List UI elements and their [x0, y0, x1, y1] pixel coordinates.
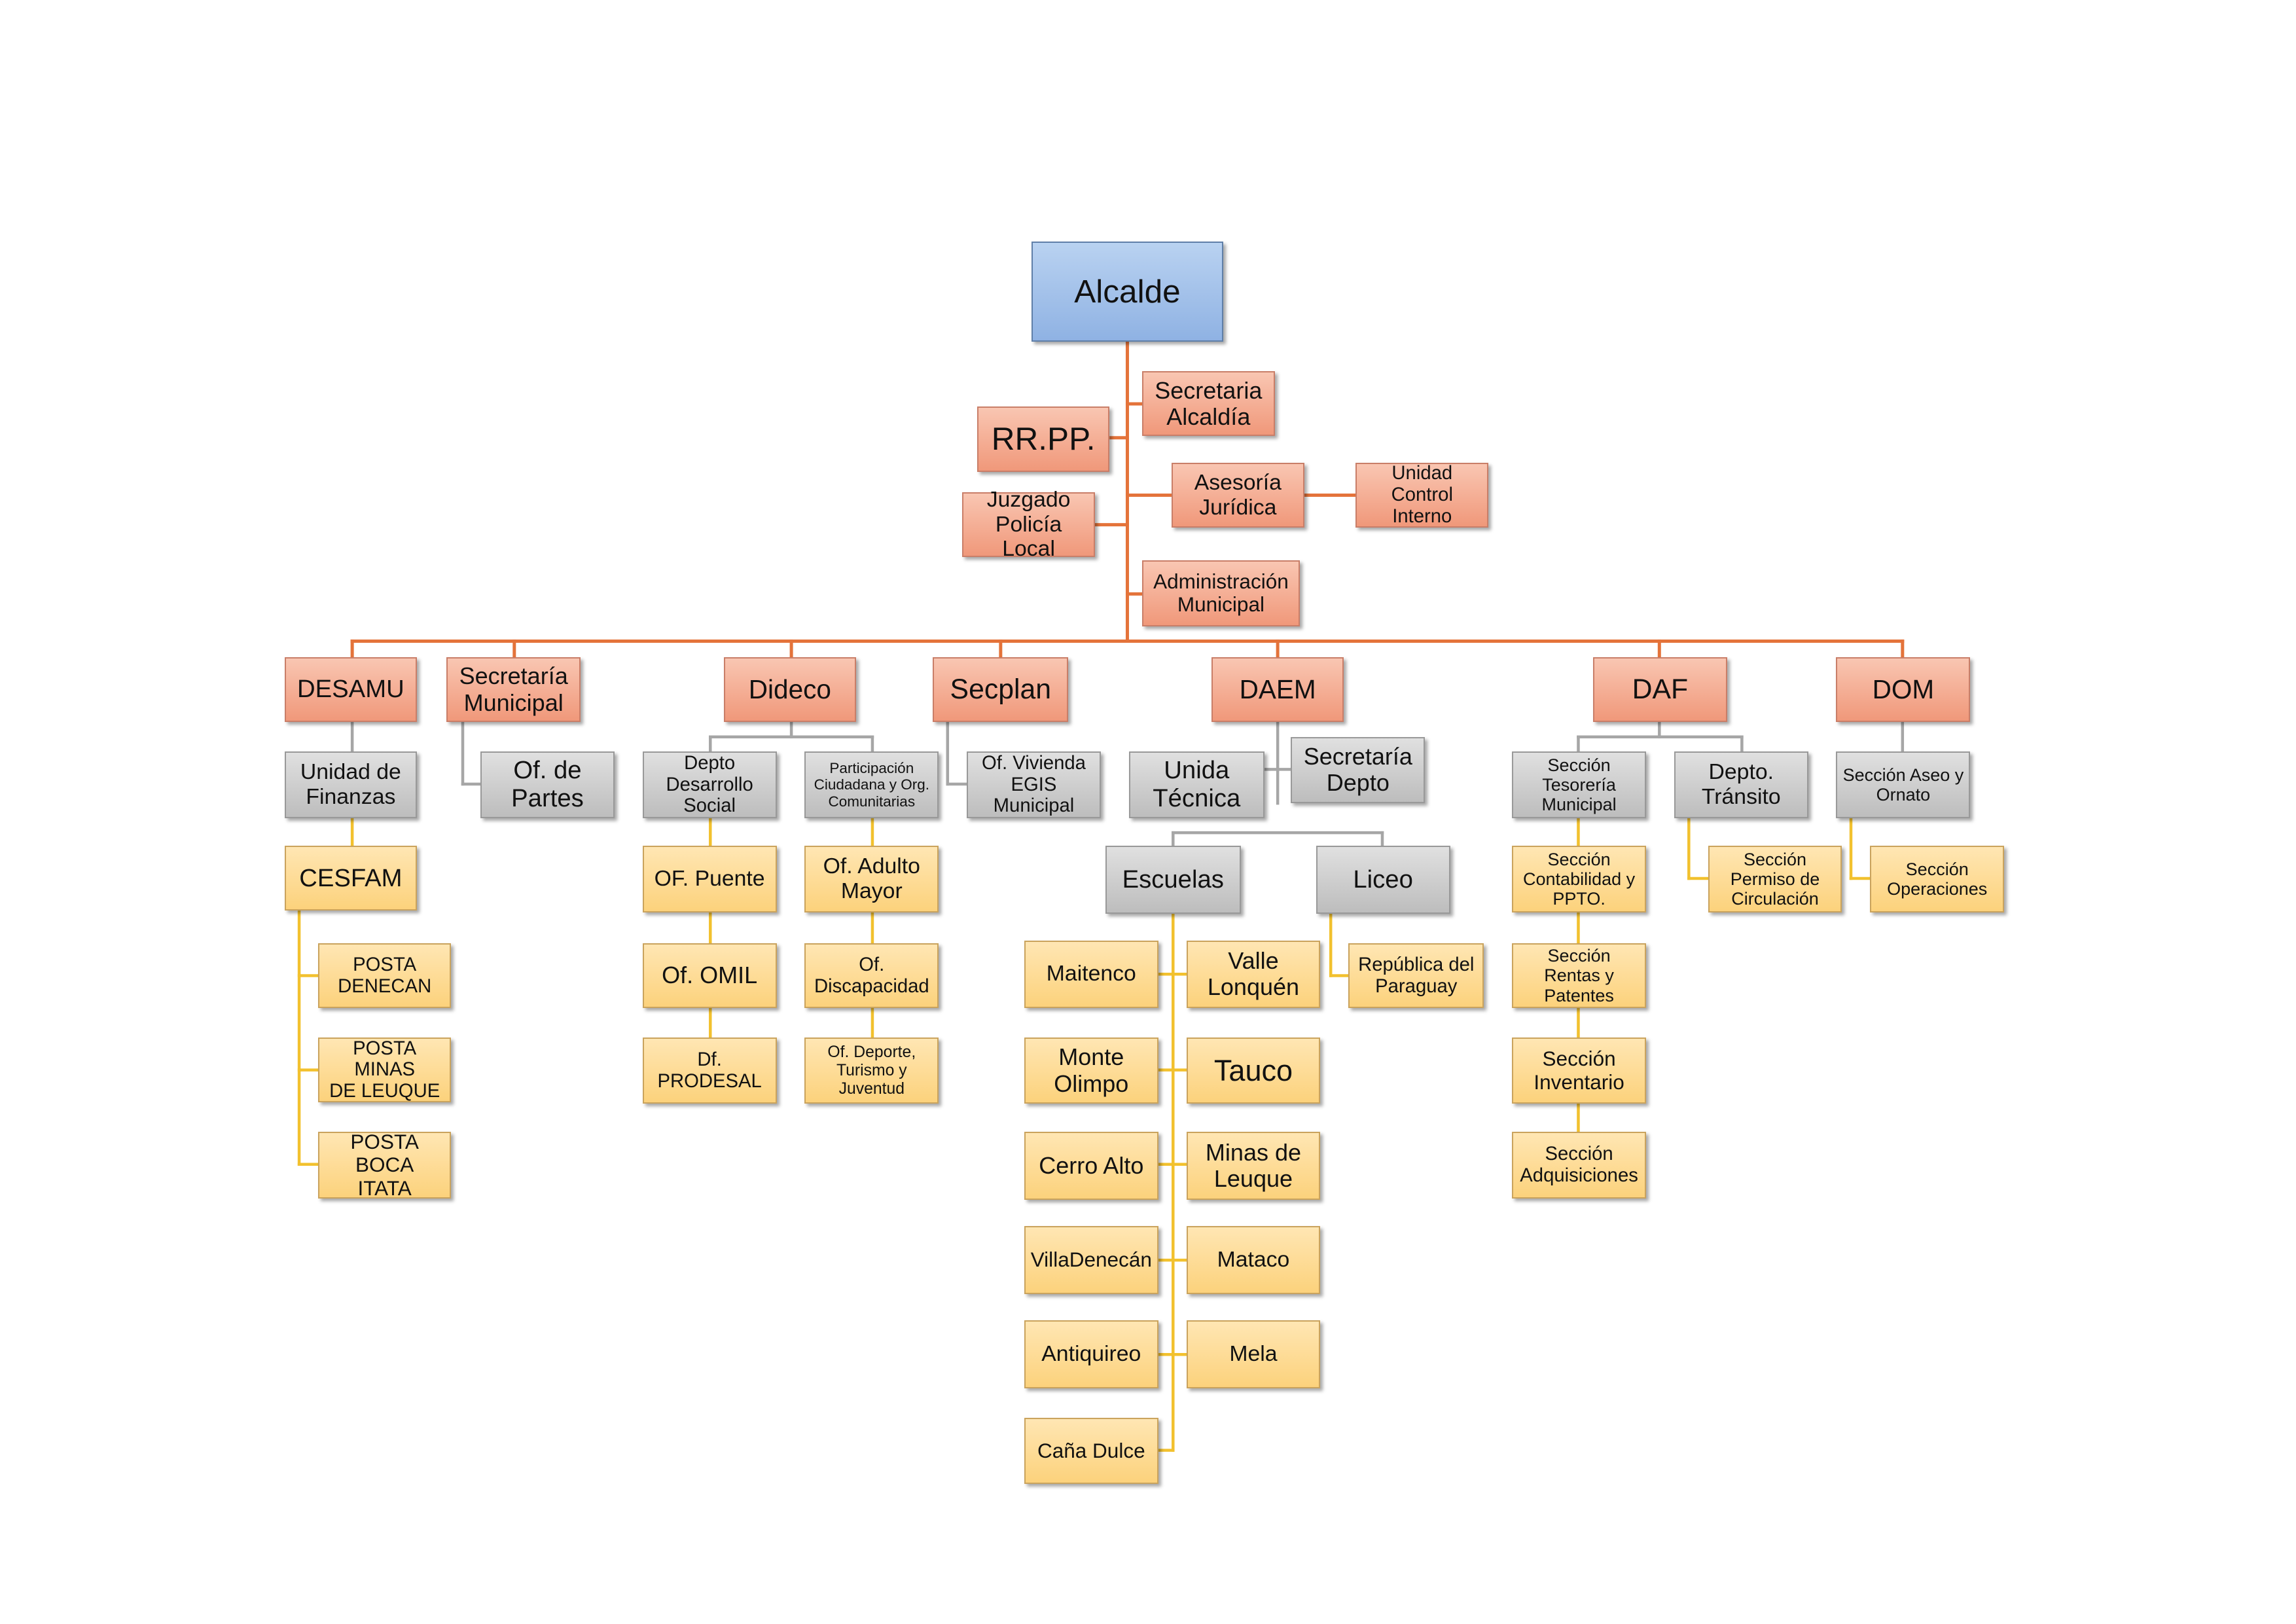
- node-posta-boca: POSTA BOCA ITATA: [318, 1130, 451, 1199]
- node-cerro-alto: Cerro Alto: [1024, 1132, 1158, 1200]
- node-unidad-tecnica: Unida Técnica: [1128, 751, 1265, 818]
- node-of-puente: OF. Puente: [642, 846, 777, 912]
- node-of-prodesal: Df. PRODESAL: [642, 1038, 777, 1104]
- node-seccion-operaciones: Sección Operaciones: [1870, 846, 2005, 912]
- node-secretaria-alcaldia: Secretaria Alcaldía: [1141, 371, 1275, 437]
- node-depto-transito: Depto. Tránsito: [1674, 751, 1808, 818]
- node-secplan: Secplan: [933, 657, 1069, 723]
- node-antiquireo: Antiquireo: [1024, 1320, 1158, 1388]
- node-daf: DAF: [1592, 657, 1727, 723]
- node-valle-lonquen: Valle Lonquén: [1186, 940, 1321, 1009]
- node-alcalde: Alcalde: [1031, 242, 1223, 342]
- node-rrpp: RR.PP.: [977, 406, 1110, 472]
- node-unidad-finanzas: Unidad de Finanzas: [284, 751, 418, 818]
- node-mataco: Mataco: [1186, 1226, 1321, 1294]
- node-seccion-tesoreria: Sección Tesorería Municipal: [1512, 751, 1647, 818]
- node-minas-leuque: Minas de Leuque: [1186, 1132, 1321, 1200]
- node-republica-paraguay: República del Paraguay: [1348, 943, 1484, 1009]
- node-depto-desarrollo-social: Depto Desarrollo Social: [642, 751, 777, 818]
- node-villadenecan: VillaDenecán: [1024, 1226, 1158, 1294]
- node-secretaria-municipal: Secretaría Municipal: [446, 657, 581, 723]
- node-maitenco: Maitenco: [1024, 940, 1158, 1009]
- node-of-discapacidad: Of. Discapacidad: [804, 943, 939, 1009]
- node-seccion-permiso: Sección Permiso de Circulación: [1708, 846, 1842, 912]
- node-cana-dulce: Caña Dulce: [1024, 1418, 1158, 1485]
- node-seccion-adquisiciones: Sección Adquisiciones: [1512, 1132, 1647, 1199]
- node-seccion-inventario: Sección Inventario: [1512, 1038, 1647, 1104]
- node-mela: Mela: [1186, 1320, 1321, 1388]
- node-monte-olimpo: Monte Olimpo: [1024, 1038, 1158, 1104]
- node-juzgado: Juzgado Policía Local: [962, 487, 1095, 561]
- node-seccion-rentas: Sección Rentas y Patentes: [1512, 943, 1647, 1009]
- node-posta-minas: POSTA MINAS DE LEUQUE: [318, 1038, 451, 1103]
- node-escuelas: Escuelas: [1105, 846, 1241, 914]
- node-tauco: Tauco: [1186, 1038, 1321, 1104]
- node-secretaria-depto: Secretaría Depto: [1291, 736, 1426, 804]
- node-unidad-control-interno: Unidad Control Interno: [1355, 463, 1489, 528]
- node-asesoria-juridica: Asesoría Jurídica: [1172, 463, 1304, 528]
- node-of-adulto-mayor: Of. Adulto Mayor: [804, 846, 939, 912]
- node-liceo: Liceo: [1316, 846, 1450, 914]
- node-of-omil: Of. OMIL: [642, 943, 777, 1009]
- node-dom: DOM: [1836, 657, 1971, 723]
- node-dideco: Dideco: [723, 657, 857, 723]
- node-participacion: Participación Ciudadana y Org. Comunitar…: [804, 751, 939, 818]
- node-daem: DAEM: [1211, 657, 1344, 723]
- node-of-partes: Of. de Partes: [480, 751, 615, 818]
- node-desamu: DESAMU: [284, 657, 418, 723]
- node-cesfam: CESFAM: [284, 846, 418, 911]
- node-of-deporte: Of. Deporte, Turismo y Juventud: [804, 1038, 939, 1104]
- node-posta-denecan: POSTA DENECAN: [318, 943, 451, 1009]
- node-administracion-municipal: Administración Municipal: [1141, 560, 1300, 626]
- node-seccion-aseo: Sección Aseo y Ornato: [1836, 751, 1971, 818]
- node-seccion-contabilidad: Sección Contabilidad y PPTO.: [1512, 846, 1647, 912]
- node-of-vivienda: Of. Vivienda EGIS Municipal: [967, 751, 1101, 818]
